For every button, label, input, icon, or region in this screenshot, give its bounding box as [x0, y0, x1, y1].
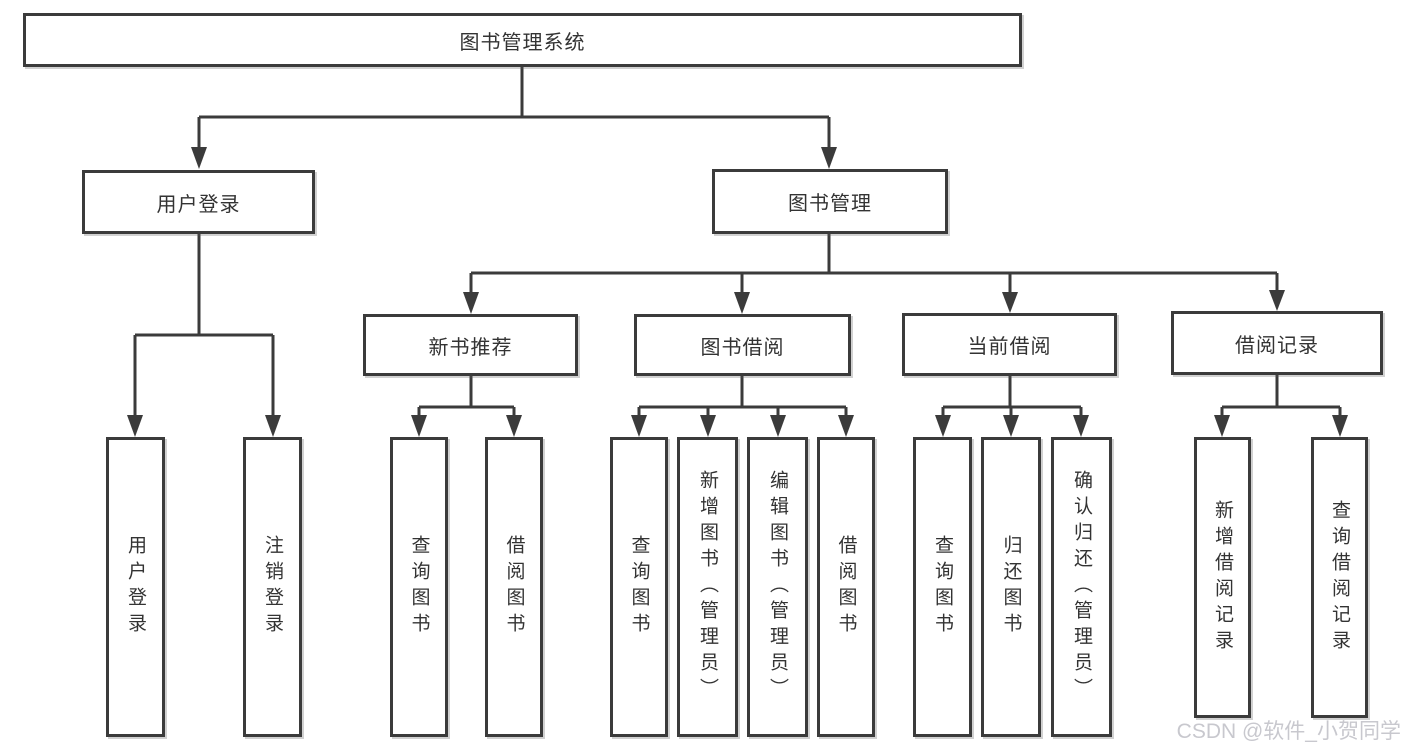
leaf-current-query-books-label: 查询图书 [932, 535, 953, 639]
leaf-record-query-label: 查询借阅记录 [1329, 499, 1350, 656]
node-book-borrowing-label: 图书借阅 [700, 336, 785, 359]
leaf-logout: 注销登录 [243, 437, 302, 737]
leaf-borrowing-add-books-admin-label: 新增图书（管理员） [697, 470, 718, 704]
leaf-current-return-books-label: 归还图书 [1000, 535, 1022, 639]
leaf-borrowing-query-books-label: 查询图书 [628, 535, 650, 639]
leaf-current-confirm-return-admin-label: 确认归还（管理员） [1071, 470, 1092, 704]
leaf-borrowing-add-books-admin: 新增图书（管理员） [677, 437, 738, 737]
node-current-borrowing: 当前借阅 [902, 313, 1117, 376]
node-book-borrowing: 图书借阅 [634, 314, 851, 376]
node-book-management-label: 图书管理 [788, 193, 872, 215]
node-user-login: 用户登录 [82, 170, 315, 234]
leaf-record-query: 查询借阅记录 [1311, 437, 1368, 718]
leaf-recommend-query-books: 查询图书 [390, 437, 448, 737]
leaf-borrowing-edit-books-admin: 编辑图书（管理员） [747, 437, 808, 737]
leaf-user-login-label: 用户登录 [125, 535, 146, 639]
node-root-label: 图书管理系统 [459, 31, 586, 54]
leaf-current-confirm-return-admin: 确认归还（管理员） [1051, 437, 1112, 737]
leaf-current-return-books: 归还图书 [981, 437, 1041, 737]
leaf-borrowing-query-books: 查询图书 [610, 437, 668, 737]
leaf-record-add: 新增借阅记录 [1194, 437, 1251, 718]
node-book-management: 图书管理 [712, 169, 948, 234]
leaf-user-login: 用户登录 [106, 437, 165, 737]
csdn-watermark: CSDN @软件_小贺同学 [1176, 720, 1401, 743]
leaf-record-add-label: 新增借阅记录 [1212, 499, 1233, 656]
node-new-book-recommend-label: 新书推荐 [428, 336, 513, 359]
node-borrowing-record: 借阅记录 [1171, 311, 1383, 375]
leaf-current-query-books: 查询图书 [913, 437, 972, 737]
node-user-login-label: 用户登录 [156, 193, 241, 216]
leaf-recommend-borrow-books: 借阅图书 [485, 437, 543, 737]
leaf-borrowing-borrow-books: 借阅图书 [817, 437, 875, 737]
arrowhead-icons [127, 147, 1348, 437]
node-borrowing-record-label: 借阅记录 [1235, 334, 1319, 357]
leaf-recommend-borrow-books-label: 借阅图书 [503, 535, 525, 639]
node-current-borrowing-label: 当前借阅 [967, 336, 1052, 358]
node-root-system: 图书管理系统 [23, 13, 1022, 67]
leaf-logout-label: 注销登录 [262, 535, 283, 639]
leaf-borrowing-borrow-books-label: 借阅图书 [835, 535, 857, 639]
leaf-recommend-query-books-label: 查询图书 [408, 535, 430, 639]
leaf-borrowing-edit-books-admin-label: 编辑图书（管理员） [767, 470, 788, 704]
node-new-book-recommend: 新书推荐 [363, 314, 578, 376]
